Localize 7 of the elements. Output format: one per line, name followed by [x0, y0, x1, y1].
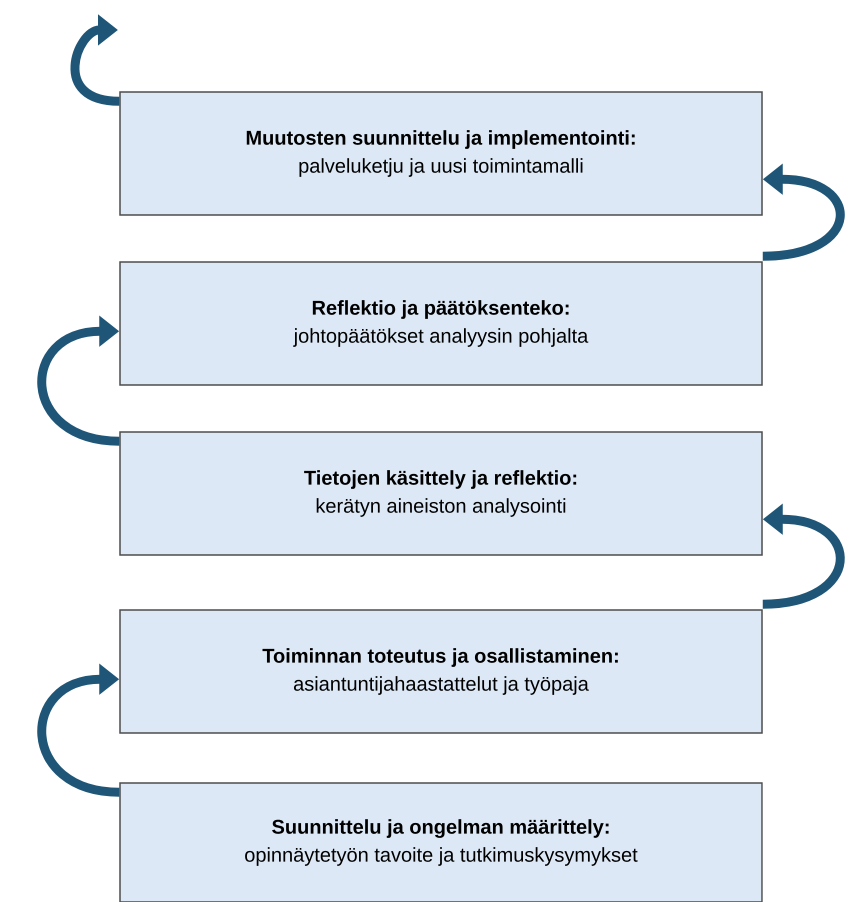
process-box: Suunnittelu ja ongelman määrittely: opinnäytetyön tavoite ja tutkimuskysymykset [119, 782, 763, 902]
process-box: Toiminnan toteutus ja osallistaminen: asiantuntijahaastattelut ja työpaja [119, 609, 763, 734]
process-box: Reflektio ja päätöksenteko: johtopäätökset analyysin pohjalta [119, 261, 763, 386]
curved-arrow [37, 316, 120, 446]
process-box: Muutosten suunnittelu ja implementointi: palveluketju ja uusi toimintamalli [119, 91, 763, 216]
curved-arrow [37, 664, 120, 797]
process-box: Tietojen käsittely ja reflektio: kerätyn aineiston analysointi [119, 431, 763, 556]
